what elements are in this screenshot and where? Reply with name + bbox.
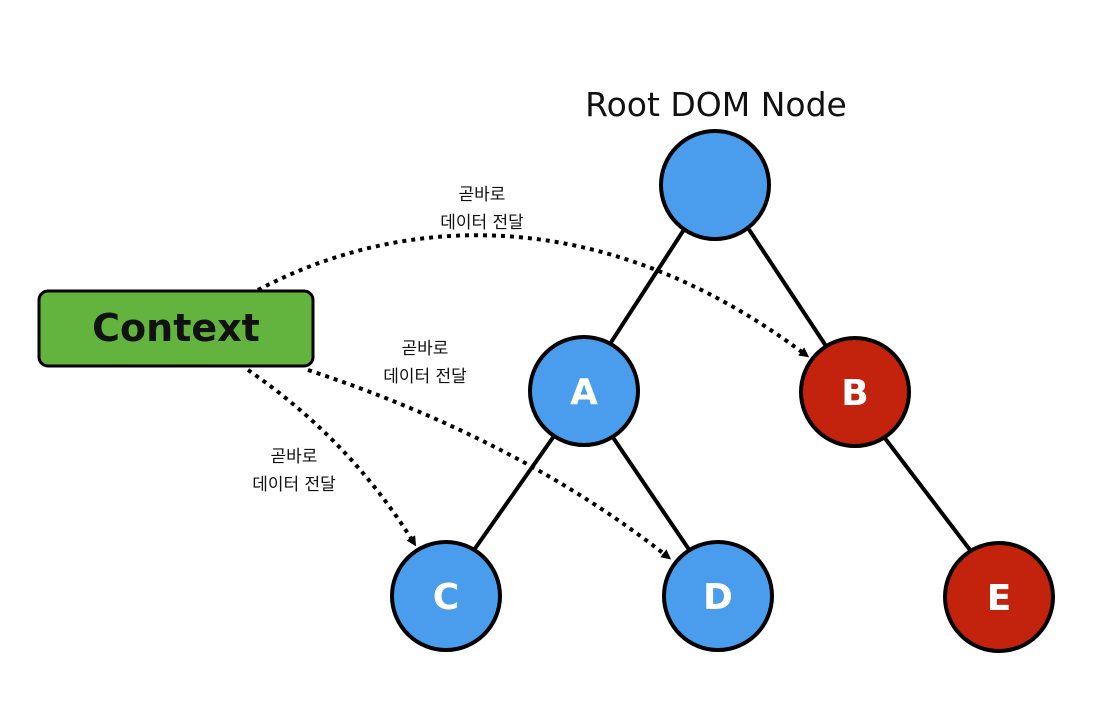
node-a-label: A: [570, 372, 598, 413]
context-label: Context: [92, 306, 260, 350]
edge-a-c: [472, 434, 556, 552]
node-e: E: [943, 541, 1055, 653]
tree-edges: [472, 226, 972, 553]
node-a: A: [528, 335, 640, 447]
annotation-bottom-line2: 데이터 전달: [252, 475, 336, 495]
edge-root-b: [746, 226, 828, 348]
annotation-bottom: 곧바로 데이터 전달: [252, 447, 336, 495]
context-box-rect: [37, 289, 315, 368]
node-c: C: [390, 540, 502, 652]
node-b: B: [799, 336, 911, 448]
edge-a-d: [610, 434, 692, 553]
edge-b-e: [882, 435, 972, 552]
edge-root-a: [606, 226, 687, 349]
node-a-circle: [528, 335, 640, 447]
annotation-top-line1: 곧바로: [459, 185, 506, 205]
node-root: [659, 129, 771, 241]
node-d-circle: [662, 540, 774, 652]
node-d: D: [662, 540, 774, 652]
flow-context-to-c: [246, 368, 417, 547]
node-c-label: C: [433, 577, 459, 618]
tree-nodes: A B C D E: [390, 129, 1055, 653]
annotation-middle: 곧바로 데이터 전달: [383, 339, 467, 387]
annotation-top-line2: 데이터 전달: [440, 213, 524, 233]
node-e-label: E: [987, 578, 1012, 619]
annotation-middle-line2: 데이터 전달: [383, 367, 467, 387]
node-b-label: B: [841, 373, 868, 414]
flow-context-to-b: [257, 233, 810, 358]
annotation-bottom-line1: 곧바로: [271, 447, 318, 467]
node-b-circle: [799, 336, 911, 448]
context-data-flows: [246, 233, 810, 560]
context-box: Context: [37, 289, 315, 368]
node-e-circle: [943, 541, 1055, 653]
node-c-circle: [390, 540, 502, 652]
annotation-top: 곧바로 데이터 전달: [440, 185, 524, 233]
node-d-label: D: [703, 577, 733, 618]
node-root-circle: [659, 129, 771, 241]
diagram-title: Root DOM Node: [585, 85, 847, 124]
annotation-middle-line1: 곧바로: [402, 339, 449, 359]
